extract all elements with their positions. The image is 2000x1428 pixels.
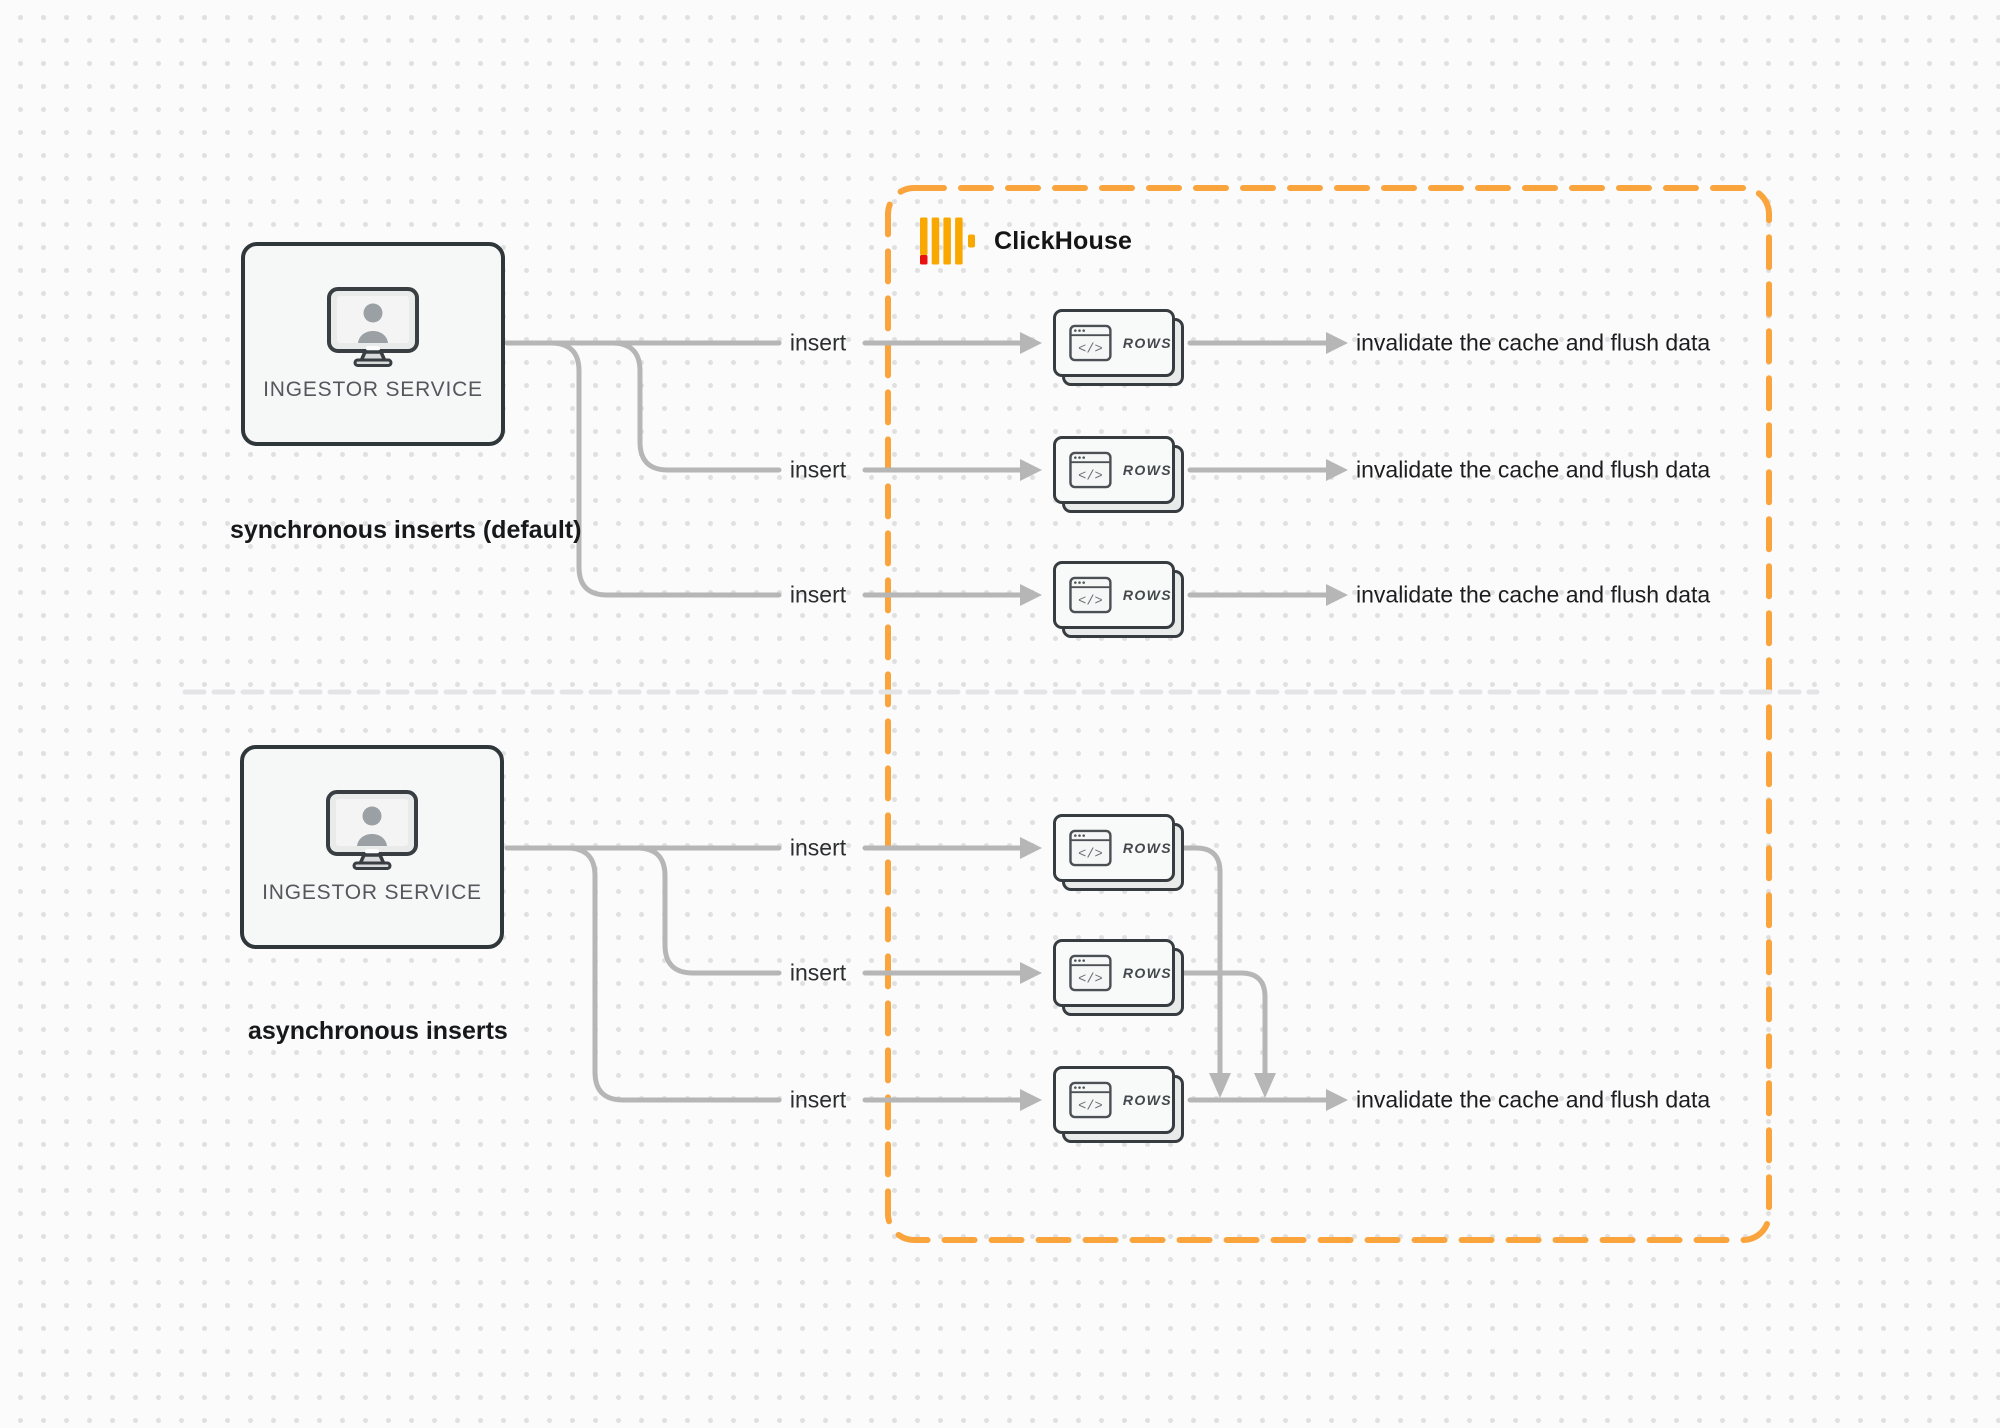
insert-label: insert [789, 1086, 847, 1113]
code-glyph: </> [1078, 343, 1103, 358]
outcome-label: invalidate the cache and flush data [1356, 1086, 1711, 1113]
insert-label: insert [789, 581, 847, 608]
arrowhead-icon [1326, 459, 1348, 481]
outcome-label: invalidate the cache and flush data [1356, 581, 1711, 608]
browser-code-icon: </> [1069, 1081, 1112, 1119]
clickhouse-logo: ClickHouse [918, 215, 1132, 267]
clickhouse-dashed-boundary [885, 185, 1772, 1243]
clickhouse-bars-icon [920, 217, 975, 265]
code-glyph: </> [1078, 470, 1103, 485]
caption-synchronous-inserts: synchronous inserts (default) [230, 516, 582, 544]
arrowhead-icon [1020, 837, 1042, 859]
card-face: </> ROWS [1053, 436, 1175, 504]
connector-line [564, 845, 782, 1103]
sync-connectors [504, 340, 1329, 598]
insert-label: insert [789, 329, 847, 356]
rows-card: </> ROWS [1053, 436, 1184, 513]
clickhouse-label: ClickHouse [994, 226, 1133, 255]
rows-card: </> ROWS [1053, 939, 1184, 1016]
code-glyph: </> [1078, 595, 1103, 610]
insert-label: insert [789, 456, 847, 483]
rows-label: ROWS [1122, 965, 1172, 981]
outcome-label: invalidate the cache and flush data [1356, 329, 1711, 356]
browser-code-icon: </> [1069, 451, 1112, 489]
sync-arrowheads [1020, 332, 1348, 606]
monitor-user-icon [327, 287, 419, 367]
arrowhead-icon [1020, 962, 1042, 984]
arrowhead-icon [1020, 332, 1042, 354]
code-glyph: </> [1078, 848, 1103, 863]
arrowhead-icon [1209, 1073, 1231, 1098]
rows-label: ROWS [1122, 462, 1172, 478]
outcome-label: invalidate the cache and flush data [1356, 456, 1711, 483]
rows-card: </> ROWS [1053, 1066, 1184, 1143]
arrowhead-icon [1020, 584, 1042, 606]
rows-card: </> ROWS [1053, 561, 1184, 638]
browser-code-icon: </> [1069, 576, 1112, 614]
arrowhead-icon [1326, 584, 1348, 606]
caption-asynchronous-inserts: asynchronous inserts [248, 1017, 508, 1045]
arrowhead-icon [1326, 1089, 1348, 1111]
card-face: </> ROWS [1053, 309, 1175, 377]
arrowhead-icon [1020, 1089, 1042, 1111]
rows-card: </> ROWS [1053, 309, 1184, 386]
rows-label: ROWS [1122, 587, 1172, 603]
card-face: </> ROWS [1053, 814, 1175, 882]
connector-line [548, 340, 782, 598]
connector-line [1174, 845, 1223, 1079]
browser-code-icon: </> [1069, 954, 1112, 992]
card-face: </> ROWS [1053, 1066, 1175, 1134]
ingestor-service-label: INGESTOR SERVICE [262, 881, 482, 904]
code-glyph: </> [1078, 973, 1103, 988]
insert-label: insert [789, 959, 847, 986]
arrowhead-icon [1020, 459, 1042, 481]
rows-label: ROWS [1122, 840, 1172, 856]
browser-code-icon: </> [1069, 829, 1112, 867]
insert-label: insert [789, 834, 847, 861]
arrowhead-icon [1326, 332, 1348, 354]
card-face: </> ROWS [1053, 939, 1175, 1007]
code-glyph: </> [1078, 1100, 1103, 1115]
browser-code-icon: </> [1069, 324, 1112, 362]
rows-label: ROWS [1122, 335, 1172, 351]
ingestor-service-label: INGESTOR SERVICE [263, 378, 483, 401]
connector-line [1174, 970, 1268, 1079]
async-connectors [504, 845, 1329, 1103]
card-face: </> ROWS [1053, 561, 1175, 629]
rows-card: </> ROWS [1053, 814, 1184, 891]
ingestor-box-sync: INGESTOR SERVICE [241, 242, 505, 446]
connector-line [609, 340, 782, 473]
monitor-user-icon [326, 790, 418, 870]
arrowhead-icon [1254, 1073, 1276, 1098]
ingestor-box-async: INGESTOR SERVICE [240, 745, 504, 949]
async-arrowheads [1020, 837, 1348, 1111]
rows-label: ROWS [1122, 1092, 1172, 1108]
connector-line [634, 845, 782, 976]
